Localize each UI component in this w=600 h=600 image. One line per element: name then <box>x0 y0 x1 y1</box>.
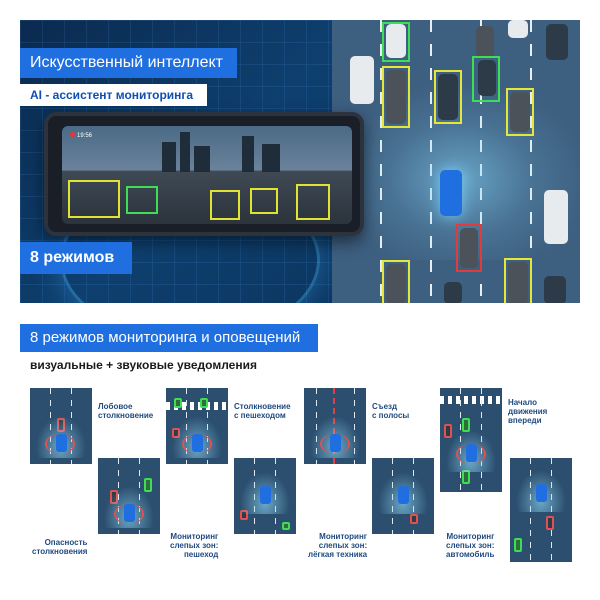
mode-label-lane-departure: Съезд с полосы <box>372 402 410 420</box>
mode-label-blindspot-car: Мониторинг слепых зон: автомобиль <box>446 532 495 559</box>
own-car-icon <box>260 486 271 504</box>
mode-tile-frontal <box>30 388 92 464</box>
own-car-icon <box>56 434 67 452</box>
mode-tile-start-ahead <box>440 388 502 492</box>
mode-label-collision: Опасность столкновения <box>32 538 88 556</box>
car-icon <box>386 24 406 58</box>
mirror-dashcam: 19:56 <box>44 112 364 236</box>
mode-tile-blindspot-light <box>372 458 434 534</box>
mode-tile-blindspot-pedestrian <box>234 458 296 534</box>
mode-tile-collision <box>98 458 160 534</box>
mode-label-blindspot-pedestrian: Мониторинг слепых зон: пешеход <box>170 532 219 559</box>
own-car-icon <box>466 444 477 462</box>
section-title: 8 режимов мониторинга и оповещений <box>20 324 319 352</box>
mode-tile-lane-departure <box>304 388 366 464</box>
mode-tile-blindspot-car <box>510 458 572 562</box>
recording-time: 19:56 <box>77 133 93 139</box>
road-top-view <box>332 20 580 303</box>
own-car-icon <box>398 486 409 504</box>
hero-subtitle: AI - ассистент мониторинга <box>20 84 208 106</box>
own-car-icon <box>124 504 135 522</box>
modes-badge: 8 режимов <box>20 242 133 274</box>
mode-label-pedestrian: Столкновение с пешеходом <box>234 402 291 420</box>
own-car-icon <box>192 434 203 452</box>
mode-label-start-ahead: Начало движения впереди <box>508 398 548 425</box>
hero-title: Искусственный интеллект <box>20 48 237 78</box>
mode-tile-pedestrian <box>166 388 228 464</box>
mode-label-frontal: Лобовое столкновение <box>98 402 154 420</box>
section-subtitle: визуальные + звуковые уведомления <box>30 358 257 372</box>
own-car-icon <box>536 484 547 502</box>
own-car-icon <box>330 434 341 452</box>
dashcam-screen: 19:56 <box>62 126 352 224</box>
hero-banner: 19:56 Искусственный интеллект AI - ассис… <box>20 20 580 303</box>
recording-indicator: 19:56 <box>70 132 92 139</box>
own-car-icon <box>440 170 462 216</box>
mode-label-blindspot-light: Мониторинг слепых зон: лёгкая техника <box>308 532 368 559</box>
